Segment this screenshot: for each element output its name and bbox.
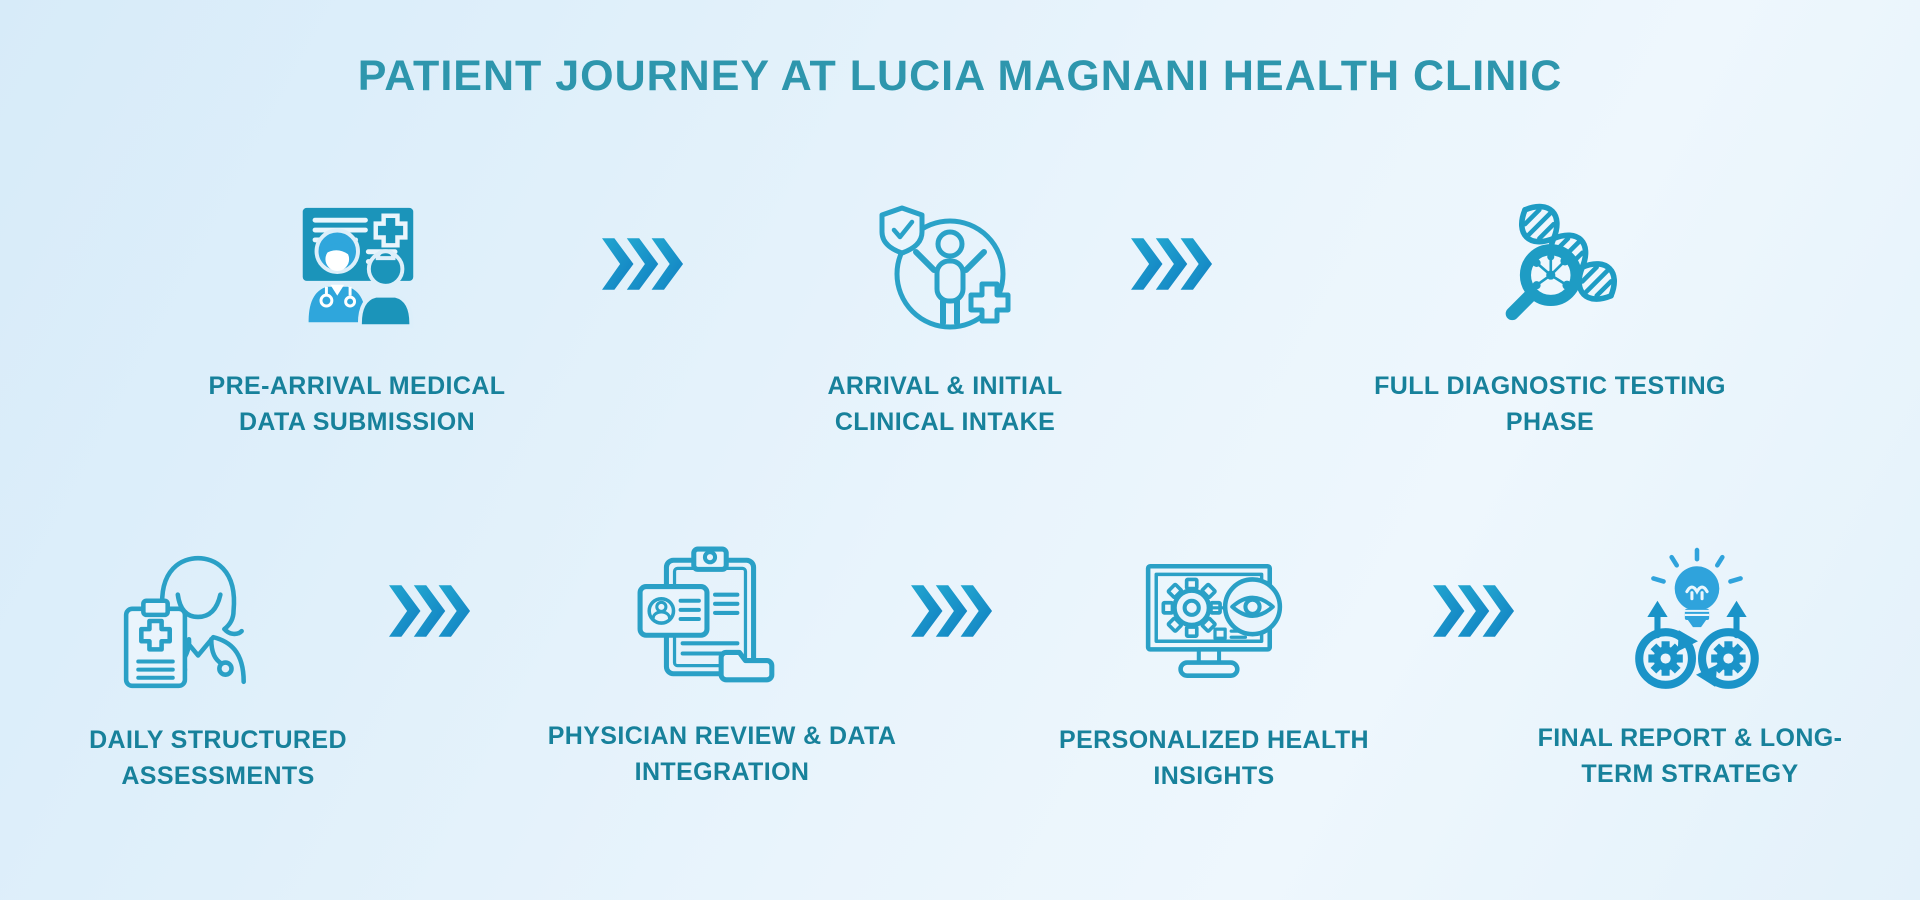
dna-magnifier-molecule-icon [1492,186,1644,344]
step-label: ARRIVAL & INITIAL CLINICAL INTAKE [827,372,1063,436]
journey-step-arrival-intake: ARRIVAL & INITIAL CLINICAL INTAKE [725,186,1165,440]
nurse-medical-clipboard-icon [116,540,268,698]
step-label: PHYSICIAN REVIEW & DATA INTEGRATION [547,722,897,786]
journey-step-pre-arrival: PRE-ARRIVAL MEDICAL DATA SUBMISSION [137,186,577,440]
triple-chevron-right-icon [911,585,993,637]
patient-shield-check-plus-circle-icon [870,186,1020,344]
step-label: FULL DIAGNOSTIC TESTING PHASE [1374,372,1726,436]
triple-chevron-right-icon [1131,238,1213,290]
journey-step-final-report: FINAL REPORT & LONG- TERM STRATEGY [1470,538,1910,792]
triple-chevron-right-icon [602,238,684,290]
monitor-gear-eye-icon [1138,540,1290,698]
doctor-patient-telehealth-screen-icon [283,186,431,344]
page-title: PATIENT JOURNEY AT LUCIA MAGNANI HEALTH … [357,52,1563,100]
infinity-gears-lightbulb-icon [1621,538,1773,696]
step-label: PRE-ARRIVAL MEDICAL DATA SUBMISSION [208,372,506,436]
journey-step-physician-review: PHYSICIAN REVIEW & DATA INTEGRATION [502,536,942,790]
journey-step-daily-assessments: DAILY STRUCTURED ASSESSMENTS [0,540,438,794]
step-label: DAILY STRUCTURED ASSESSMENTS [89,726,347,790]
step-label: FINAL REPORT & LONG- TERM STRATEGY [1537,724,1843,788]
clipboard-id-card-folder-icon [634,536,786,694]
step-label: PERSONALIZED HEALTH INSIGHTS [1059,726,1369,790]
triple-chevron-right-icon [389,585,471,637]
journey-step-health-insights: PERSONALIZED HEALTH INSIGHTS [994,540,1434,794]
journey-step-diagnostic-testing: FULL DIAGNOSTIC TESTING PHASE [1330,186,1770,440]
triple-chevron-right-icon [1433,585,1515,637]
